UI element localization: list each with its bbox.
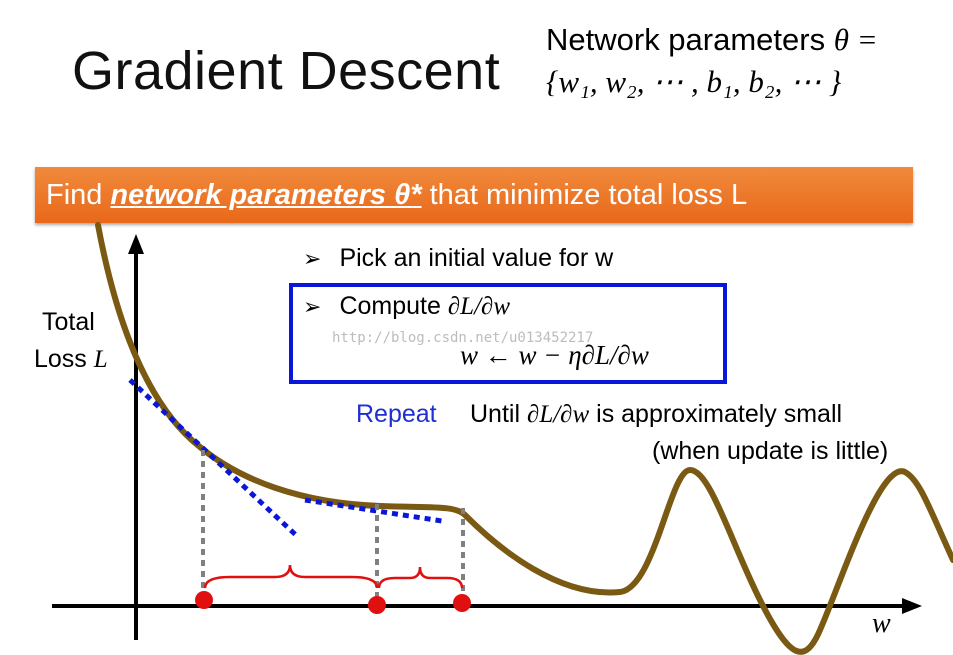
step-brace-1 [203,564,379,589]
step-pick-initial: ➢ Pick an initial value for w [303,244,613,273]
objective-banner: Find network parameters θ* that minimize… [35,167,913,223]
second-point [368,596,386,614]
y-axis-label-line1: Total [42,308,95,336]
params-text: Network parameters [546,22,834,57]
when-condition: (when update is little) [652,437,889,465]
banner-suffix: that minimize total loss L [429,178,748,211]
network-parameters-label: Network parameters θ = [546,22,878,58]
step-compute-gradient: ➢ Compute ∂L/∂w [303,292,510,321]
until-condition: Until ∂L/∂w is approximately small [470,400,842,429]
x-axis-arrow [902,598,922,614]
theta-equals: θ = [833,22,878,57]
banner-prefix: Find [46,178,103,211]
bullet-arrow-icon: ➢ [303,294,322,319]
initial-point [195,591,213,609]
until-text: Until [470,400,527,428]
step1-text: Pick an initial value for w [339,244,614,272]
gradient-expression: ∂L/∂w [447,293,511,320]
slide-title: Gradient Descent [72,41,501,101]
y-axis-label-line2: Loss L [34,345,108,374]
loss-text: Loss [34,345,94,373]
loss-symbol: L [93,346,108,373]
watermark: http://blog.csdn.net/u013452217 [332,330,594,346]
loss-curve [95,222,953,655]
y-axis-arrow [128,234,144,254]
repeat-label: Repeat [356,400,437,428]
x-axis-label: w [872,608,891,639]
tangent-line-1 [128,378,300,539]
until-rest: is approximately small [589,400,843,428]
parameter-set: {w₁, w₂, ⋯ , b₁, b₂, ⋯ } [546,64,842,99]
third-point [453,594,471,612]
tangent-line-2 [304,497,443,524]
step-brace-2 [377,566,464,589]
banner-highlight: network parameters θ* [110,178,422,211]
until-gradient: ∂L/∂w [526,401,590,428]
update-rule: w ← w − η∂L/∂w [460,340,649,370]
update-box [289,283,727,384]
step2-text: Compute [339,292,448,320]
bullet-arrow-icon: ➢ [303,246,322,271]
